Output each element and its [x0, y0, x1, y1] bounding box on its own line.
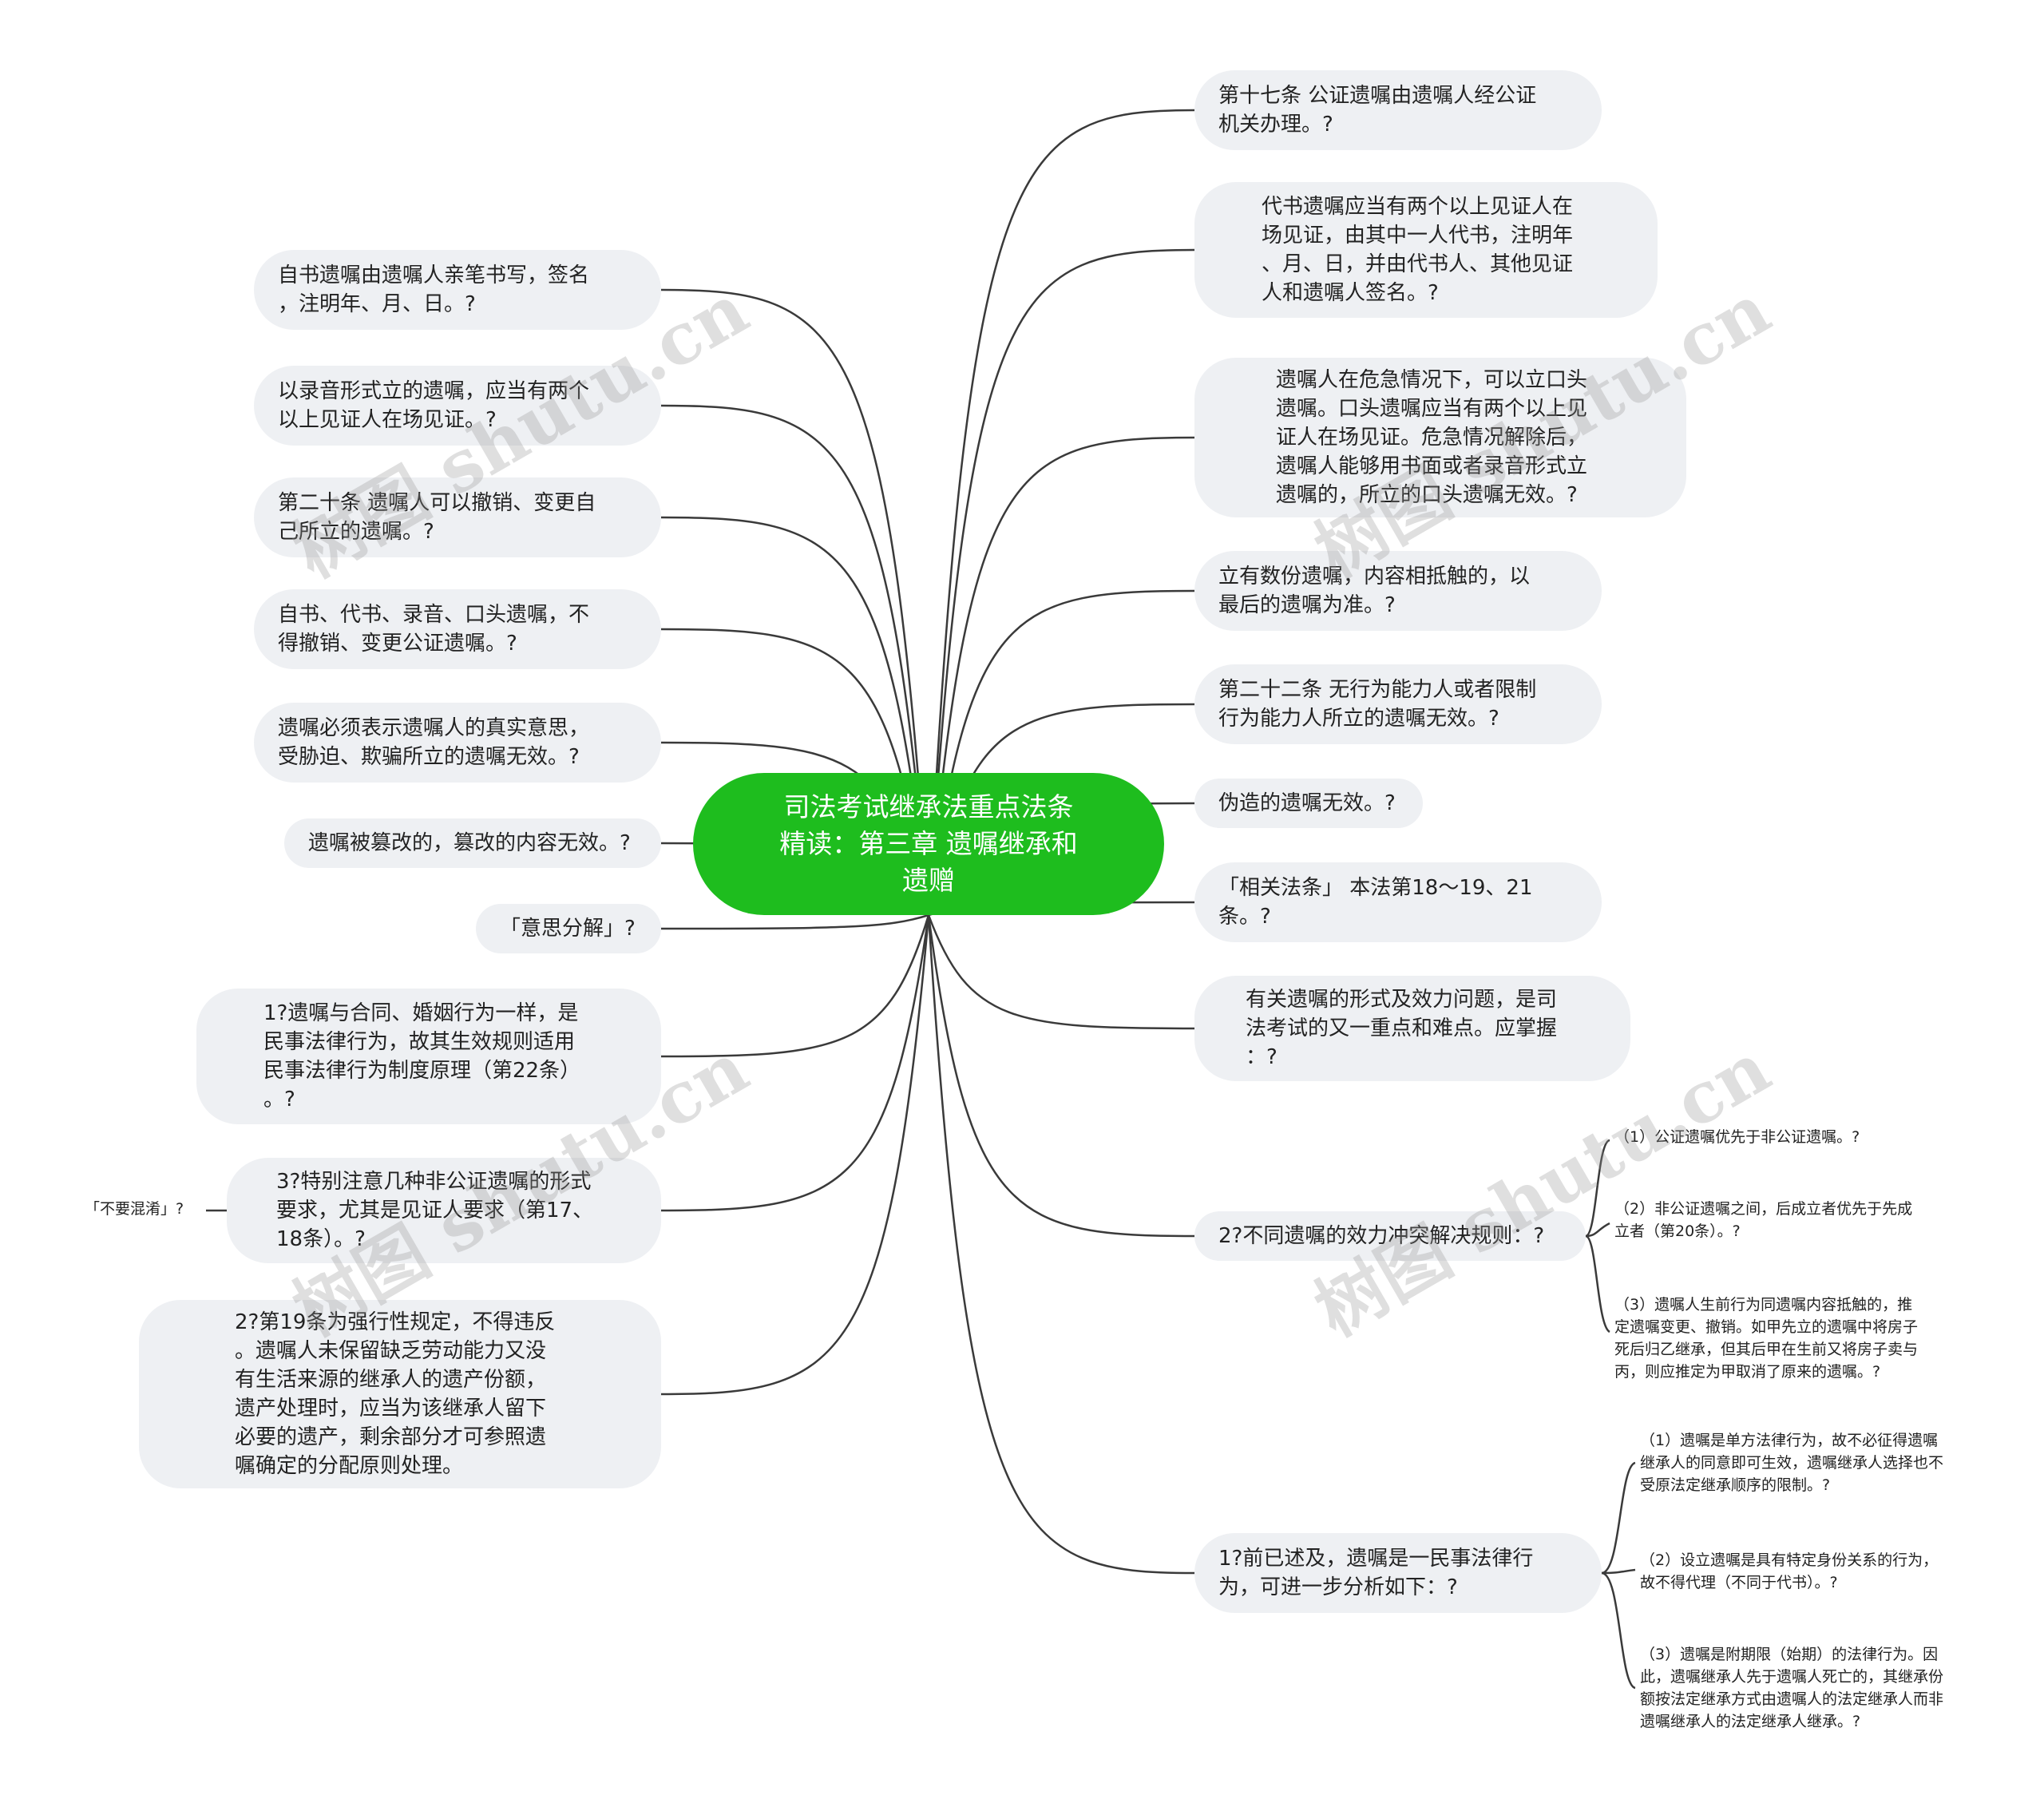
left-topic-1[interactable]: 自书遗嘱由遗嘱人亲笔书写，签名 ，注明年、月、日。?: [254, 250, 661, 330]
link-analysis-1: [1601, 1461, 1636, 1575]
right-topic-9[interactable]: 2?不同遗嘱的效力冲突解决规则：?: [1194, 1211, 1586, 1261]
left-topic-7[interactable]: 「意思分解」?: [476, 904, 661, 953]
right-topic-4[interactable]: 立有数份遗嘱，内容相抵触的，以 最后的遗嘱为准。?: [1194, 551, 1602, 631]
right-topic-8[interactable]: 有关遗嘱的形式及效力问题，是司 法考试的又一重点和难点。应掌握 ：?: [1194, 976, 1630, 1081]
link-left-9: [660, 914, 930, 1212]
link-analysis-2: [1601, 1568, 1636, 1575]
right-topic-2[interactable]: 代书遗嘱应当有两个以上见证人在 场见证，由其中一人代书，注明年 、月、日，并由代…: [1194, 182, 1658, 318]
left-topic-4[interactable]: 自书、代书、录音、口头遗嘱，不 得撤销、变更公证遗嘱。?: [254, 589, 661, 669]
left-topic-3[interactable]: 第二十条 遗嘱人可以撤销、变更自 己所立的遗嘱。?: [254, 477, 661, 557]
right-topic-10[interactable]: 1?前已述及，遗嘱是一民事法律行 为，可进一步分析如下：?: [1194, 1533, 1602, 1613]
analysis-leaf-1[interactable]: （1）遗嘱是单方法律行为，故不必征得遗嘱 继承人的同意即可生效，遗嘱继承人选择也…: [1640, 1432, 1944, 1494]
right-topic-7[interactable]: 「相关法条」 本法第18～19、21 条。?: [1194, 862, 1602, 942]
right-topic-6[interactable]: 伪造的遗嘱无效。?: [1194, 779, 1423, 828]
link-right-8: [927, 914, 1195, 1030]
link-right-10: [927, 914, 1195, 1575]
left-topic-6[interactable]: 遗嘱被篡改的，篡改的内容无效。?: [284, 818, 661, 868]
right-topic-5[interactable]: 第二十二条 无行为能力人或者限制 行为能力人所立的遗嘱无效。?: [1194, 664, 1602, 744]
right-topic-3[interactable]: 遗嘱人在危急情况下，可以立口头 遗嘱。口头遗嘱应当有两个以上见 证人在场见证。危…: [1194, 358, 1686, 517]
left-topic-8[interactable]: 1?遗嘱与合同、婚姻行为一样，是 民事法律行为，故其生效规则适用 民事法律行为制…: [196, 989, 661, 1124]
link-right-2: [927, 248, 1195, 916]
link-left-2: [660, 404, 930, 916]
link-left-10: [660, 914, 930, 1396]
left-topic-10[interactable]: 2?第19条为强行性规定，不得违反 。遗嘱人未保留缺乏劳动能力又没 有生活来源的…: [139, 1300, 661, 1488]
right-topic-1[interactable]: 第十七条 公证遗嘱由遗嘱人经公证 机关办理。?: [1194, 70, 1602, 150]
left-topic-9[interactable]: 3?特别注意几种非公证遗嘱的形式 要求，尤其是见证人要求（第17、 18条）。?: [227, 1158, 661, 1263]
link-left-1: [660, 288, 930, 916]
central-topic[interactable]: 司法考试继承法重点法条 精读：第三章 遗嘱继承和 遗赠: [693, 773, 1164, 915]
link-left-8: [660, 914, 930, 1058]
conflict-leaf-1[interactable]: （1）公证遗嘱优先于非公证遗嘱。?: [1614, 1128, 1860, 1146]
link-right-9: [927, 914, 1195, 1238]
left-topic-2[interactable]: 以录音形式立的遗嘱，应当有两个 以上见证人在场见证。?: [254, 366, 661, 446]
link-right-1: [927, 109, 1195, 916]
conflict-leaf-2[interactable]: （2）非公证遗嘱之间，后成立者优先于先成 立者（第20条）。?: [1614, 1200, 1913, 1240]
link-conflict-3: [1585, 1234, 1610, 1333]
analysis-leaf-2[interactable]: （2）设立遗嘱是具有特定身份关系的行为， 故不得代理（不同于代书）。?: [1640, 1551, 1939, 1591]
link-left-7: [660, 913, 929, 930]
left-leaf-no-confuse[interactable]: 「不要混淆」?: [85, 1200, 184, 1218]
conflict-leaf-3[interactable]: （3）遗嘱人生前行为同遗嘱内容抵触的，推 定遗嘱变更、撤销。如甲先立的遗嘱中将房…: [1614, 1296, 1919, 1381]
link-right-3: [927, 436, 1195, 916]
link-analysis-3: [1601, 1571, 1636, 1690]
link-conflict-1: [1585, 1139, 1610, 1238]
left-topic-5[interactable]: 遗嘱必须表示遗嘱人的真实意思， 受胁迫、欺骗所立的遗嘱无效。?: [254, 703, 661, 783]
link-conflict-2: [1585, 1222, 1610, 1238]
analysis-leaf-3[interactable]: （3）遗嘱是附期限（始期）的法律行为。因 此，遗嘱继承人先于遗嘱人死亡的，其继承…: [1640, 1646, 1944, 1730]
